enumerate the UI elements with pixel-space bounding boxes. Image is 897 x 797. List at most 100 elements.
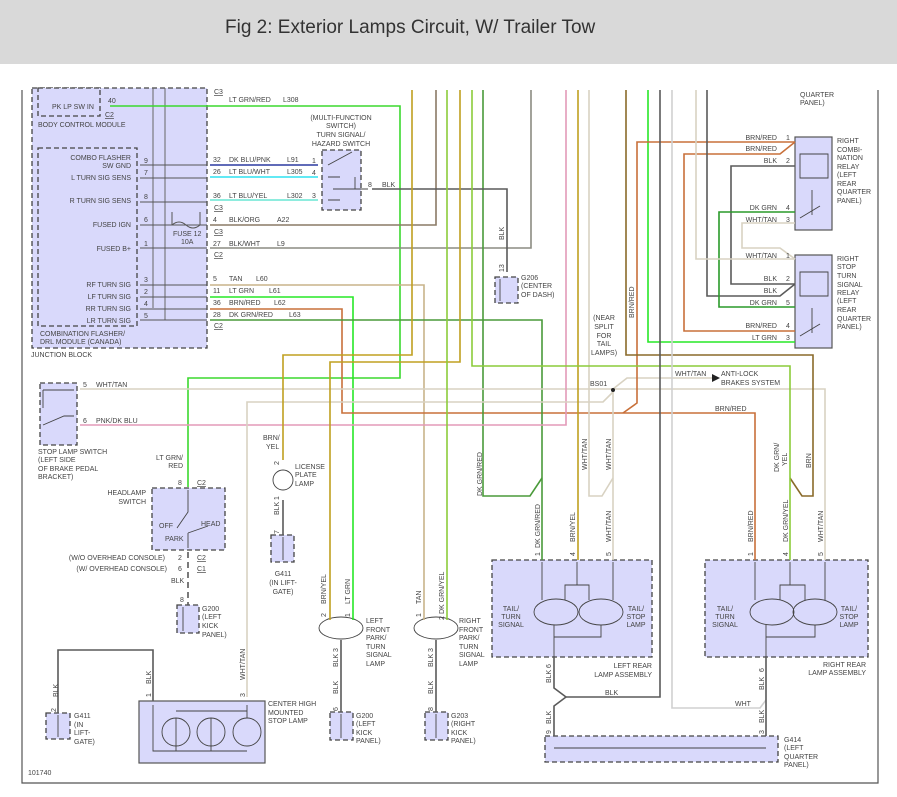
fuse-label: FUSE 12 [173,231,202,238]
lamp-label: FRONT [366,627,391,634]
pin-number: 4 [312,170,316,177]
bulb-label: TURN [715,614,734,621]
variant-label: (W/O OVERHEAD CONSOLE) [69,555,165,562]
ground-label: PANEL) [356,738,381,745]
location-label: PANEL) [800,100,825,107]
relay-label: SIGNAL [837,282,863,289]
wire-label: BLK [171,578,185,585]
pin-name: RF TURN SIG [86,282,131,289]
assembly-label: RIGHT REAR [823,662,866,669]
wire-blk-grounds [282,500,437,712]
pin-number: 3 [428,648,435,652]
internal-wiring [42,151,838,752]
pin-number: 8 [428,707,435,711]
pin-name: FUSED B+ [97,246,131,253]
wire-label: TAN [229,276,242,283]
wire-label: WHT/TAN [818,511,825,542]
figure-id: 101740 [28,770,51,777]
pin-name: LR TURN SIG [87,318,131,325]
relay-label: PANEL) [837,198,862,205]
circuit-label: L308 [283,97,299,104]
wire-label: BRN/RED [745,146,777,153]
relay-label: TURN [837,273,856,280]
abs-label: BRAKES SYSTEM [721,380,780,387]
ground-label: QUARTER [784,754,818,761]
wire-label: DK GRN [750,205,777,212]
relay-label: RIGHT [837,138,860,145]
ground-label: (IN [74,722,83,729]
splice-id: BS01 [590,381,607,388]
circuit-label: L61 [269,288,281,295]
connector-label: C2 [214,323,223,330]
wire-label: BLK [764,158,778,165]
assembly-label: LAMP ASSEMBLY [594,672,652,679]
pin-number: 11 [213,288,220,295]
ground-label: G200 [202,606,219,613]
switch-label: HAZARD SWITCH [312,141,370,148]
pin-number: 1 [274,496,281,500]
lamp-label: SIGNAL [459,652,485,659]
pin-number: 9 [546,730,553,734]
wire-label: BRN/RED [748,510,755,542]
wire-label: WHT/TAN [606,511,613,542]
ground-label: OF DASH) [521,292,554,299]
bulb-label: TAIL/ [717,606,733,613]
wire-label: BLK [428,653,435,667]
pin-number: 8 [180,597,184,604]
pin-number: 13 [499,264,506,272]
ground-label: KICK [451,730,468,737]
switch-label: TURN SIGNAL/ [316,132,365,139]
pin-number: 5 [213,276,217,283]
circuit-label: L63 [289,312,301,319]
pin-number: 3 [333,648,340,652]
pin-number: 4 [786,323,790,330]
wire-label: BLK [274,501,281,515]
connector-label: C3 [214,229,223,236]
pin-number: 7 [144,170,148,177]
wire-label: BLK [53,683,60,697]
wire-label: BRN/RED [629,286,636,318]
wire-dk-grn-red [210,319,543,560]
wire-label: BLK [605,690,619,697]
ground-label: (LEFT [202,614,222,621]
wire-label: BRN/YEL [321,574,328,604]
pin-number: 4 [213,217,217,224]
connector-label: C3 [214,89,223,96]
wire-label: WHT/TAN [746,253,777,260]
bulb-label: STOP [840,614,859,621]
wire-label: WHT/TAN [675,371,706,378]
pin-number: 6 [546,664,553,668]
bulb-label: SIGNAL [712,622,738,629]
right-stop-turn-signal-relay [794,254,833,349]
pin-number: 7 [274,530,281,534]
wire-label: WHT/TAN [240,649,247,680]
wire-label: BRN/RED [745,135,777,142]
bcm-label: BODY CONTROL MODULE [38,122,126,129]
center-high-mounted-stop-lamp [138,700,266,764]
pin-number: 1 [144,241,148,248]
pin-number: 3 [759,730,766,734]
connector-label: C3 [214,205,223,212]
wire-label: LT GRN [345,579,352,604]
wire-label: BLK [759,676,766,690]
wire-lt-grn-red [110,105,401,487]
pin-number: 6 [83,418,87,425]
pin-number: 3 [786,335,790,342]
switch-label: SWITCH [118,499,146,506]
pin-number: 3 [240,693,247,697]
bulb-label: SIGNAL [498,622,524,629]
pin-number: 3 [786,217,790,224]
ground-g200-headlamp [176,604,200,634]
pin-name: COMBO FLASHER [70,155,131,162]
ground-label: G206 [521,275,538,282]
wire-label: RED [168,463,183,470]
pin-number: 1 [535,552,542,556]
wire-lt-grn-relay [647,90,795,343]
bulb-label: TURN [501,614,520,621]
circuit-label: L305 [287,169,303,176]
pin-number: 6 [178,566,182,573]
lamp-label: LAMP [459,661,478,668]
assembly-label: LAMP ASSEMBLY [808,670,866,677]
circuit-label: L302 [287,193,303,200]
splice-note: FOR [597,333,612,340]
